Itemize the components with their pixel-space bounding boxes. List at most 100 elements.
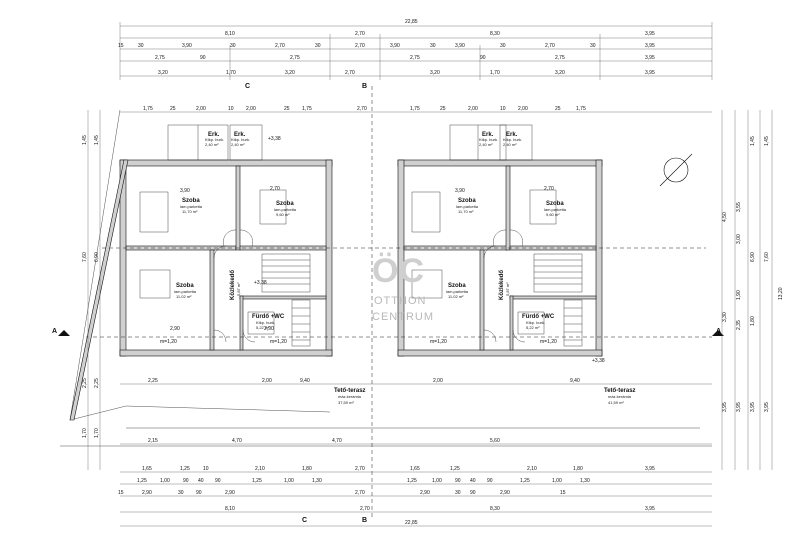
dim-label: 90 bbox=[487, 478, 493, 484]
dim-label: 1,25 bbox=[450, 466, 460, 472]
dim-label: 4,70 bbox=[332, 438, 342, 444]
dim-label: 1,70 bbox=[82, 428, 88, 438]
room-floor: Ktkp. burk. bbox=[503, 137, 522, 142]
watermark-logo: ÖC OTTHON CENTRUM bbox=[372, 252, 434, 323]
dim-label: 1,90 bbox=[736, 290, 742, 300]
dim-label: 1,80 bbox=[750, 316, 756, 326]
dim-label: 13,20 bbox=[778, 287, 784, 300]
dim-label: m=1,20 bbox=[160, 339, 177, 345]
dim-label: 3,90 bbox=[182, 43, 192, 49]
right-vertical-dimensions: 1,45 1,45 4,50 3,55 3,00 6,90 7,60 13,20… bbox=[721, 110, 784, 470]
dim-label: 2,90 bbox=[142, 490, 152, 496]
dim-label: 2,70 bbox=[355, 43, 365, 49]
dim-label: 2,70 bbox=[360, 506, 370, 512]
dim-label: 1,00 bbox=[552, 478, 562, 484]
watermark-line1: OTTHON bbox=[374, 295, 426, 307]
dim-label: 2,70 bbox=[545, 43, 555, 49]
room-name: Szoba bbox=[276, 201, 294, 207]
dim-label: 2,15 bbox=[148, 438, 158, 444]
terrace-dimensions: 2,25 2,00 9,40 2,00 9,40 2,15 4,70 4,70 … bbox=[120, 378, 712, 445]
dim-label: 2,70 bbox=[275, 43, 285, 49]
left-vertical-dimensions: 1,45 1,45 7,60 6,90 2,25 2,25 1,70 1,70 bbox=[82, 110, 101, 470]
dim-label: 3,30 bbox=[722, 312, 728, 322]
dim-label: 2,00 bbox=[246, 106, 256, 112]
room-name: Szoba bbox=[546, 201, 564, 207]
dim-label: 25 bbox=[170, 106, 176, 112]
dim-label: 2,10 bbox=[527, 466, 537, 472]
dim-label: 2,90 bbox=[264, 326, 274, 332]
dim-label: 3,95 bbox=[736, 402, 742, 412]
dim-label: 2,75 bbox=[410, 55, 420, 61]
room-area: 5,87 m² bbox=[505, 282, 510, 296]
dim-label: 3,95 bbox=[645, 43, 655, 49]
section-a-right-arrow bbox=[712, 330, 724, 336]
dim-label: 2,00 bbox=[262, 378, 272, 384]
dim-label: 1,75 bbox=[143, 106, 153, 112]
dim-label: 3,95 bbox=[750, 402, 756, 412]
dim-label: 3,95 bbox=[764, 402, 770, 412]
dim-label: 15 bbox=[118, 43, 124, 49]
dim-label: 15 bbox=[560, 490, 566, 496]
dim-label: 30 bbox=[138, 43, 144, 49]
room-area: 11,02 m² bbox=[176, 294, 192, 299]
dim-label: 2,75 bbox=[555, 55, 565, 61]
level-mark: +3,38 bbox=[268, 136, 281, 142]
room-floor: lam.parketta bbox=[544, 207, 567, 212]
terrace-floor: máz.kerámia bbox=[608, 394, 632, 399]
dim-label: 10 bbox=[203, 466, 209, 472]
dim-label: 10 bbox=[500, 106, 506, 112]
dim-label: 2,00 bbox=[433, 378, 443, 384]
room-floor: Ktkp. burk. bbox=[526, 320, 545, 325]
dim-label: 8,10 bbox=[225, 506, 235, 512]
dim-label: 6,90 bbox=[750, 252, 756, 262]
dim-label: 1,75 bbox=[576, 106, 586, 112]
dim-label: 3,20 bbox=[158, 70, 168, 76]
dim-label: 1,80 bbox=[302, 466, 312, 472]
dim-label: 2,70 bbox=[355, 31, 365, 37]
dim-label: 8,10 bbox=[225, 31, 235, 37]
dim-label: 40 bbox=[198, 478, 204, 484]
dim-label: 7,60 bbox=[82, 252, 88, 262]
room-floor: lam.parketta bbox=[180, 204, 203, 209]
terrace-area: 41,59 m² bbox=[608, 400, 624, 405]
dim-label: 2,00 bbox=[518, 106, 528, 112]
room-floor: lam.parketta bbox=[456, 204, 479, 209]
dim-label: 1,25 bbox=[520, 478, 530, 484]
dim-label: 1,45 bbox=[764, 136, 770, 146]
dim-label: 25 bbox=[440, 106, 446, 112]
dim-label: 1,00 bbox=[432, 478, 442, 484]
section-c-top: C bbox=[245, 83, 250, 90]
dim-label: 1,25 bbox=[180, 466, 190, 472]
room-floor: lam.parketta bbox=[446, 289, 469, 294]
dim-label: 30 bbox=[590, 43, 596, 49]
dim-label: 9,40 bbox=[570, 378, 580, 384]
dim-label: 3,95 bbox=[645, 31, 655, 37]
terrace-name: Tető-terasz bbox=[334, 388, 366, 394]
dim-label: 3,95 bbox=[645, 466, 655, 472]
dim-label: 2,25 bbox=[82, 378, 88, 388]
dim-total-top: 22,85 bbox=[405, 19, 418, 25]
dim-label: 4,50 bbox=[722, 212, 728, 222]
dim-label: 2,70 bbox=[355, 490, 365, 496]
dim-label: 90 bbox=[215, 478, 221, 484]
dim-label: 2,70 bbox=[355, 466, 365, 472]
dim-label: 30 bbox=[500, 43, 506, 49]
dim-label: 5,60 bbox=[490, 438, 500, 444]
dim-label: 3,90 bbox=[390, 43, 400, 49]
dim-label: 6,90 bbox=[94, 252, 100, 262]
dim-label: 2,75 bbox=[290, 55, 300, 61]
room-area: 9,60 m² bbox=[276, 212, 290, 217]
room-name: Szoba bbox=[182, 198, 200, 204]
dim-label: 90 bbox=[455, 478, 461, 484]
watermark-line2: CENTRUM bbox=[372, 311, 434, 323]
dim-label: 1,70 bbox=[94, 428, 100, 438]
dim-label: 10 bbox=[228, 106, 234, 112]
terrace-outline bbox=[60, 86, 712, 520]
dim-label: 1,30 bbox=[580, 478, 590, 484]
room-area: 11,70 m² bbox=[458, 209, 474, 214]
dim-label: 1,30 bbox=[312, 478, 322, 484]
dim-label: 2,70 bbox=[345, 70, 355, 76]
section-c-bottom: C bbox=[302, 517, 307, 524]
dim-label: m=1,20 bbox=[270, 339, 287, 345]
